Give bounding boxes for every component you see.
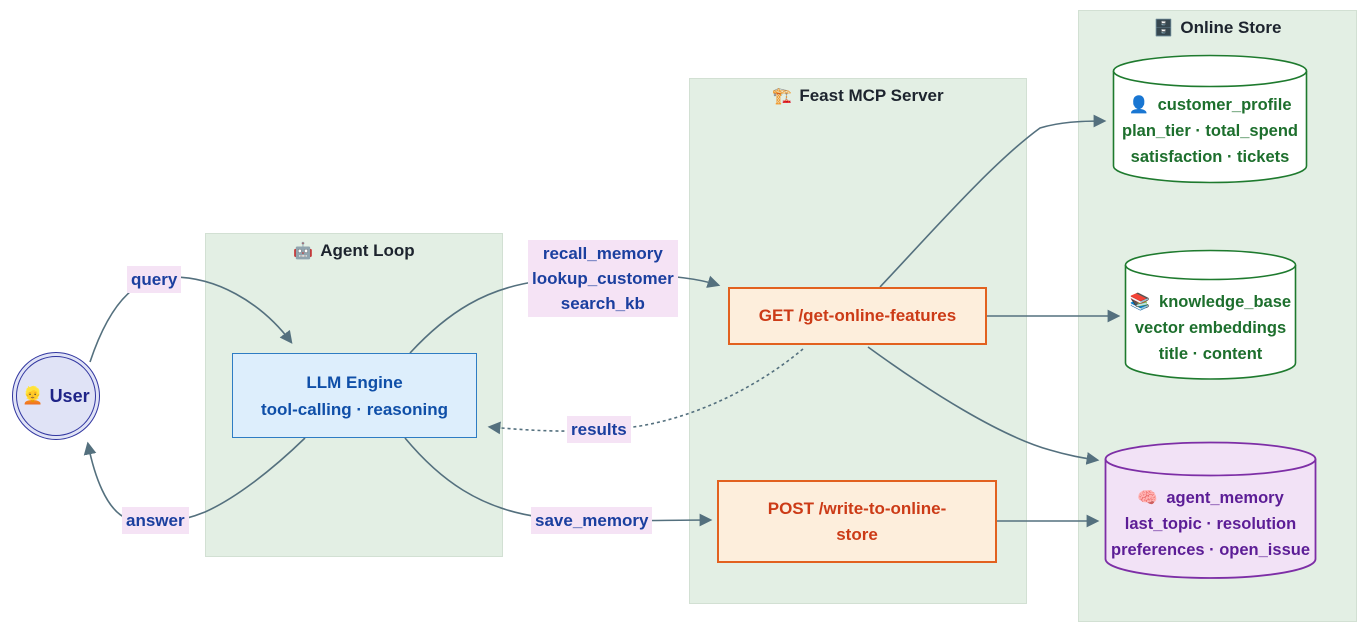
agent-loop-title: 🤖 Agent Loop <box>206 241 502 261</box>
user-node: 👱 User <box>12 352 100 440</box>
edge-label-recall-tools: recall_memory lookup_customer search_kb <box>528 240 678 317</box>
customer-profile-fields-2: satisfaction · tickets <box>1130 148 1290 166</box>
robot-icon: 🤖 <box>293 243 314 260</box>
books-icon: 📚 <box>1129 293 1151 311</box>
edge-label-results: results <box>567 416 631 443</box>
knowledge-base-fields-1: vector embeddings <box>1134 319 1287 337</box>
llm-engine-subtitle: tool-calling · reasoning <box>260 399 448 419</box>
online-store-title-text: Online Store <box>1180 18 1282 37</box>
cylinder-shape <box>1124 249 1297 380</box>
edge-label-save-memory: save_memory <box>531 507 653 534</box>
customer-profile-fields-1: plan_tier · total_spend <box>1121 122 1299 140</box>
knowledge-base-title-row: 📚 knowledge_base <box>1124 289 1297 315</box>
post-write-node: POST /write-to-online- store <box>717 480 997 563</box>
edge-get-to-customer-profile <box>879 114 1107 288</box>
get-online-features-node: GET /get-online-features <box>728 287 987 345</box>
customer-profile-db: 👤 customer_profile plan_tier · total_spe… <box>1112 54 1308 185</box>
online-store-title: 🗄️ Online Store <box>1079 18 1356 38</box>
person-icon: 👱 <box>22 386 44 405</box>
edge-label-query: query <box>127 266 182 293</box>
post-endpoint-label-line1: POST /write-to-online- <box>767 498 947 518</box>
knowledge-base-db: 📚 knowledge_base vector embeddings title… <box>1124 249 1297 381</box>
file-cabinet-icon: 🗄️ <box>1153 20 1174 37</box>
get-endpoint-label: GET /get-online-features <box>758 306 957 325</box>
edge-get-to-llm-results <box>487 348 804 435</box>
agent-memory-fields-2: preferences · open_issue <box>1111 541 1310 559</box>
user-node-inner: 👱 User <box>16 356 96 436</box>
user-label: User <box>49 385 90 406</box>
edge-user-to-llm <box>89 276 293 363</box>
edge-label-answer: answer <box>122 507 189 534</box>
llm-engine-title: LLM Engine <box>306 372 403 392</box>
customer-profile-title-row: 👤 customer_profile <box>1112 92 1308 118</box>
customer-profile-title: customer_profile <box>1157 96 1292 114</box>
crane-icon: 🏗️ <box>772 88 793 105</box>
agent-loop-title-text: Agent Loop <box>320 241 415 260</box>
brain-icon: 🧠 <box>1137 489 1158 507</box>
knowledge-base-title: knowledge_base <box>1159 293 1292 311</box>
edge-label-search-kb: search_kb <box>560 294 645 313</box>
edge-get-to-agent-memory <box>867 346 1100 465</box>
bust-icon: 👤 <box>1128 96 1150 114</box>
feast-mcp-title-text: Feast MCP Server <box>799 86 944 105</box>
agent-memory-fields-1: last_topic · resolution <box>1124 515 1297 533</box>
agent-memory-title: agent_memory <box>1166 489 1284 507</box>
feast-mcp-title: 🏗️ Feast MCP Server <box>690 86 1026 106</box>
cylinder-shape <box>1112 54 1308 184</box>
edge-label-recall-memory: recall_memory <box>542 244 663 263</box>
cylinder-shape <box>1104 441 1317 579</box>
agent-memory-db: 🧠 agent_memory last_topic · resolution p… <box>1104 441 1317 580</box>
post-endpoint-label-line2: store <box>836 524 878 544</box>
edge-llm-to-user-answer <box>83 437 306 524</box>
edge-label-lookup-customer: lookup_customer <box>532 269 674 288</box>
knowledge-base-fields-2: title · content <box>1158 345 1263 363</box>
agent-memory-title-row: 🧠 agent_memory <box>1104 485 1317 511</box>
llm-engine-node: LLM Engine tool-calling · reasoning <box>232 353 477 438</box>
